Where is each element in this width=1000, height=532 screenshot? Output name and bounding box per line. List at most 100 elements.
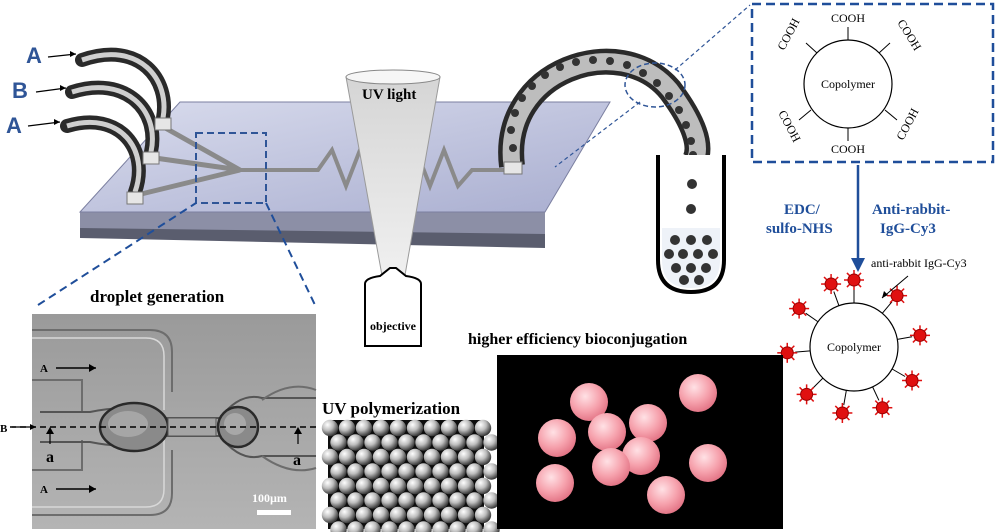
inlet-label-a-top: A	[26, 43, 42, 68]
sem-particle	[347, 492, 364, 509]
fluorescent-bead	[689, 444, 727, 482]
antibody-annotation: anti-rabbit IgG-Cy3	[871, 256, 967, 270]
sem-particle	[364, 492, 381, 509]
uv-beam: UV light objective	[345, 69, 441, 347]
section-arrow-right	[294, 427, 302, 434]
droplet-generation-title: droplet generation	[90, 287, 225, 306]
sem-particle	[440, 448, 458, 466]
sem-particle	[432, 463, 449, 480]
sem-particle	[474, 419, 492, 437]
antibody-label-1: Anti-rabbit-	[872, 202, 950, 218]
copolymer-label-top: Copolymer	[821, 77, 875, 91]
sem-particle	[381, 463, 398, 480]
micro-label-a-bottom: A	[40, 484, 48, 496]
uv-polymerization-title: UV polymerization	[322, 399, 461, 418]
sem-particle	[381, 492, 398, 509]
fluorescent-bead	[622, 437, 660, 475]
sem-particle	[457, 506, 475, 524]
sem-particle	[406, 448, 424, 466]
sem-particle	[440, 506, 458, 524]
bead-zoom-circle	[624, 62, 686, 108]
channel-wall-lower	[32, 450, 173, 516]
sem-particle	[432, 521, 449, 532]
objective-lens	[364, 267, 422, 347]
microfluidic-chip	[78, 101, 611, 248]
bioconjugation-title: higher efficiency bioconjugation	[468, 331, 687, 348]
micro-label-b: B	[0, 423, 8, 435]
sem-particle	[415, 521, 432, 532]
connector-3	[126, 191, 144, 205]
sem-particle	[347, 521, 364, 532]
objective-label: objective	[370, 319, 417, 333]
fluorescent-beads	[536, 374, 727, 514]
dye-molecules	[777, 270, 930, 423]
sem-particle	[372, 477, 390, 495]
sem-particle	[330, 521, 347, 532]
sem-particle	[449, 434, 466, 451]
sem-particle	[355, 448, 373, 466]
fluorescent-bead	[629, 404, 667, 442]
micro-label-a-left: a	[46, 449, 54, 466]
junction-zoom-box	[195, 132, 267, 204]
sem-particle	[423, 506, 441, 524]
sem-particle	[440, 477, 458, 495]
sem-particle	[321, 448, 339, 466]
sem-particle	[389, 419, 407, 437]
outlet-connector	[503, 161, 523, 175]
micro-label-a-top: A	[40, 363, 48, 375]
flow-arrow-a-top	[89, 364, 96, 372]
sem-particle	[364, 463, 381, 480]
sem-particle	[423, 448, 441, 466]
sem-particle	[381, 521, 398, 532]
fluorescent-bead	[536, 464, 574, 502]
sem-particle	[432, 434, 449, 451]
dye-molecule	[832, 402, 853, 423]
inlet-label-b: B	[12, 78, 28, 103]
sem-particle	[398, 434, 415, 451]
sem-particle	[415, 492, 432, 509]
sem-particle	[338, 419, 356, 437]
sem-particle	[483, 492, 500, 509]
sem-particle	[432, 492, 449, 509]
sem-particle	[347, 463, 364, 480]
zoom-line-right	[265, 202, 316, 306]
tube-beads	[507, 56, 697, 159]
sem-particle	[466, 434, 483, 451]
droplet-micrograph: a a B A A 100µm	[0, 314, 317, 529]
sem-particle	[364, 521, 381, 532]
sem-particle	[466, 521, 483, 532]
sem-particle	[474, 477, 492, 495]
sem-particle	[398, 463, 415, 480]
sem-particle	[457, 419, 475, 437]
cooh-bottom: COOH	[831, 142, 865, 156]
sem-particle	[423, 419, 441, 437]
sem-particle	[355, 477, 373, 495]
sem-particle	[372, 419, 390, 437]
fluorescence-image	[497, 355, 783, 529]
flow-arrow-b	[30, 424, 36, 430]
connector-2	[142, 151, 160, 165]
sem-particle	[483, 463, 500, 480]
zoom-line-lower	[554, 101, 641, 168]
dye-molecule	[821, 274, 842, 295]
cooh-bonds	[798, 27, 898, 141]
sem-particle	[415, 463, 432, 480]
dye-molecule	[887, 285, 908, 306]
sem-particle	[474, 506, 492, 524]
inlet-tubes	[60, 47, 172, 205]
zoom-line-left	[37, 202, 197, 306]
dye-molecule	[844, 270, 864, 290]
scale-bar-label: 100µm	[252, 491, 287, 505]
sem-particle	[347, 434, 364, 451]
sem-particle	[372, 506, 390, 524]
fluorescent-bead	[570, 383, 608, 421]
dye-molecule	[909, 325, 930, 346]
conjugated-copolymer: Copolymer anti-rabbit IgG-Cy3	[777, 256, 967, 423]
sem-particle	[440, 419, 458, 437]
chip-inlet-channels	[132, 122, 242, 199]
sem-particle	[398, 521, 415, 532]
sem-particle	[355, 419, 373, 437]
sem-particle	[338, 506, 356, 524]
sem-particle	[449, 521, 466, 532]
